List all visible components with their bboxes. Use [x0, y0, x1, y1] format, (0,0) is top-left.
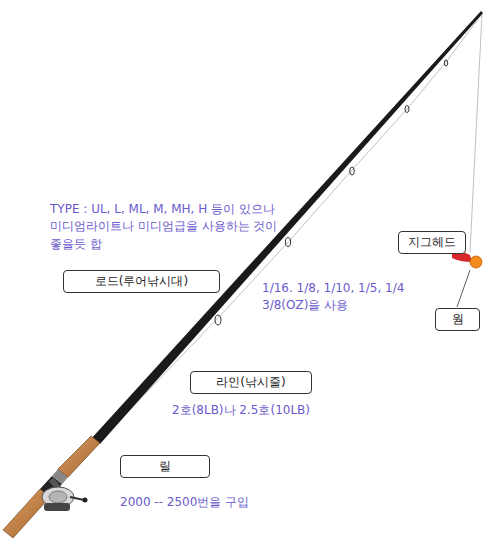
jighead-worm-drawing [452, 252, 482, 268]
part-name: 웜 [452, 312, 464, 326]
reel-drawing [42, 477, 88, 511]
spec-note: 2000 -- 2500번을 구입 [120, 494, 340, 511]
part-name: 라인(낚시줄) [216, 375, 285, 389]
part-name: 릴 [159, 459, 171, 473]
spec-note: TYPE : UL, L, ML, M, MH, H 등이 있으나 미디엄라이트… [50, 201, 282, 253]
callout-box: 지그헤드 [398, 231, 466, 254]
spec-note: 1/16. 1/8, 1/10, 1/5, 1/4 3/8(OZ)을 사용 [262, 280, 434, 315]
callout-box: 릴 [120, 455, 210, 478]
spec-note: 2호(8LB)나 2.5호(10LB) [172, 402, 392, 419]
callout-box: 로드(루어낚시대) [63, 270, 220, 293]
callout-box: 웜 [435, 308, 480, 331]
part-name: 지그헤드 [408, 235, 456, 249]
part-name: 로드(루어낚시대) [95, 274, 188, 288]
callout-box: 라인(낚시줄) [190, 371, 312, 394]
